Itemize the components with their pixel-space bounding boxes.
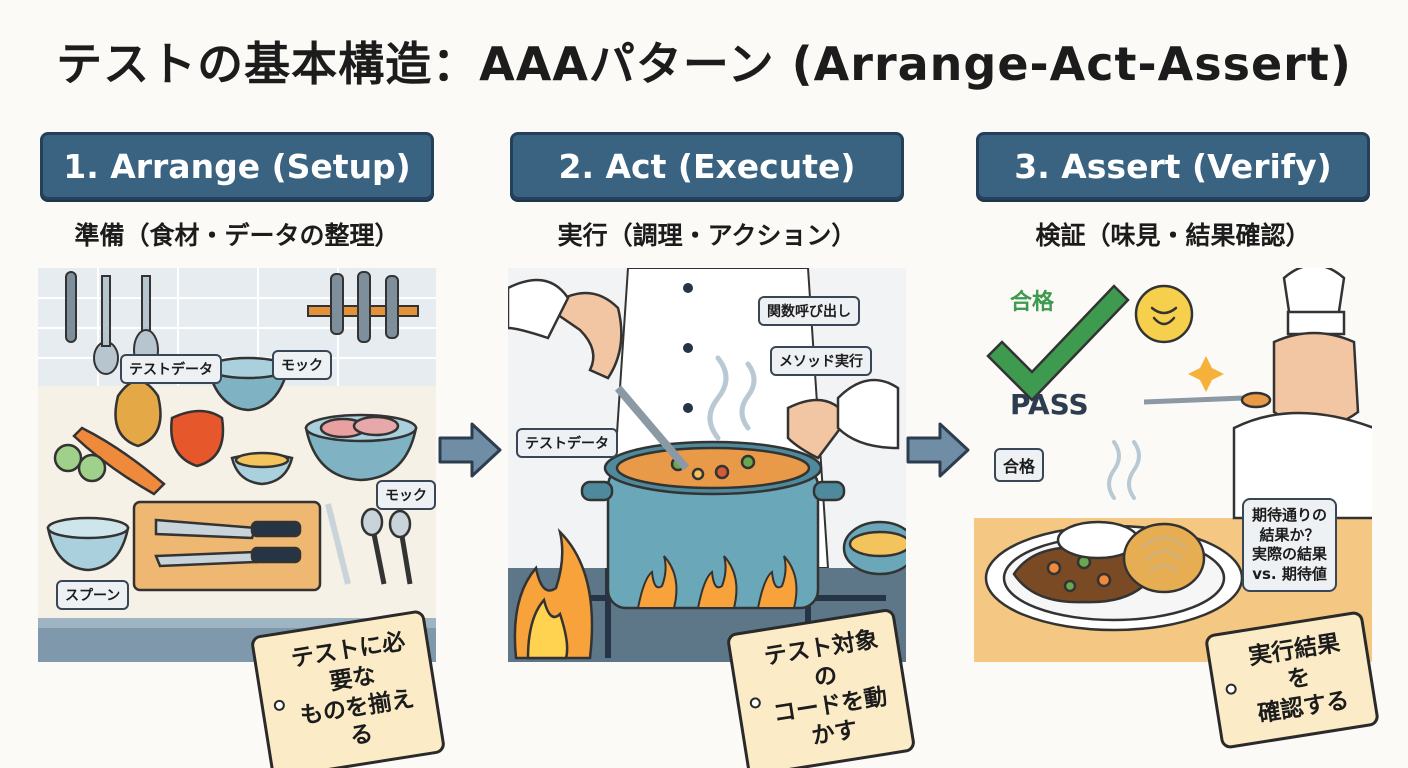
label-mock: モック <box>272 350 332 380</box>
assert-tasting-illustration: 合格 PASS 合格 期待通りの 結果か？ 実際の結果 vs. 期待値 <box>974 268 1372 662</box>
check-label: 合格 <box>1010 290 1055 315</box>
act-cooking-illustration: 関数呼び出し メソッド実行 テストデータ <box>508 268 906 662</box>
label-mock: モック <box>376 480 436 510</box>
label-method-exec: メソッド実行 <box>770 346 872 376</box>
arrange-kitchen-illustration: テストデータ モック モック スプーン <box>38 268 436 662</box>
arrow-right-icon <box>438 422 502 478</box>
tag-hole <box>272 698 286 712</box>
step-act-panel: 2. Act (Execute) 実行（調理・アクション） <box>508 132 917 768</box>
step-assert-header: 3. Assert (Verify) <box>976 132 1370 200</box>
step-assert-panel: 3. Assert (Verify) 検証（味見・結果確認） <box>974 132 1381 751</box>
step-act-header: 2. Act (Execute) <box>510 132 904 200</box>
label-test-data: テストデータ <box>516 428 618 458</box>
step-arrange-subtitle: 準備（食材・データの整理） <box>74 221 400 250</box>
label-pass: 合格 <box>994 448 1045 482</box>
tag-hole <box>1224 682 1238 696</box>
label-function-call: 関数呼び出し <box>758 296 860 326</box>
page-title: テストの基本構造：AAAパターン (Arrange-Act-Assert) <box>56 37 1352 91</box>
step-act-subtitle: 実行（調理・アクション） <box>557 221 857 250</box>
tag-hole <box>748 696 762 709</box>
pass-text: PASS <box>1010 388 1089 421</box>
assert-summary-tag: 実行結果を 確認する <box>1203 610 1381 751</box>
step-assert-subtitle: 検証（味見・結果確認） <box>1035 221 1311 250</box>
label-test-data: テストデータ <box>120 354 222 384</box>
step-arrange-panel: 1. Arrange (Setup) 準備（食材・データの整理） <box>38 132 447 768</box>
step-arrange-header: 1. Arrange (Setup) <box>40 132 434 200</box>
arrange-summary-tag: テストに必要な ものを揃える <box>249 609 447 768</box>
act-summary-tag: テスト対象の コードを動かす <box>725 607 917 768</box>
label-spoon: スプーン <box>56 580 130 610</box>
arrow-right-icon <box>906 422 970 478</box>
expected-vs-actual-bubble: 期待通りの 結果か？ 実際の結果 vs. 期待値 <box>1242 498 1338 592</box>
